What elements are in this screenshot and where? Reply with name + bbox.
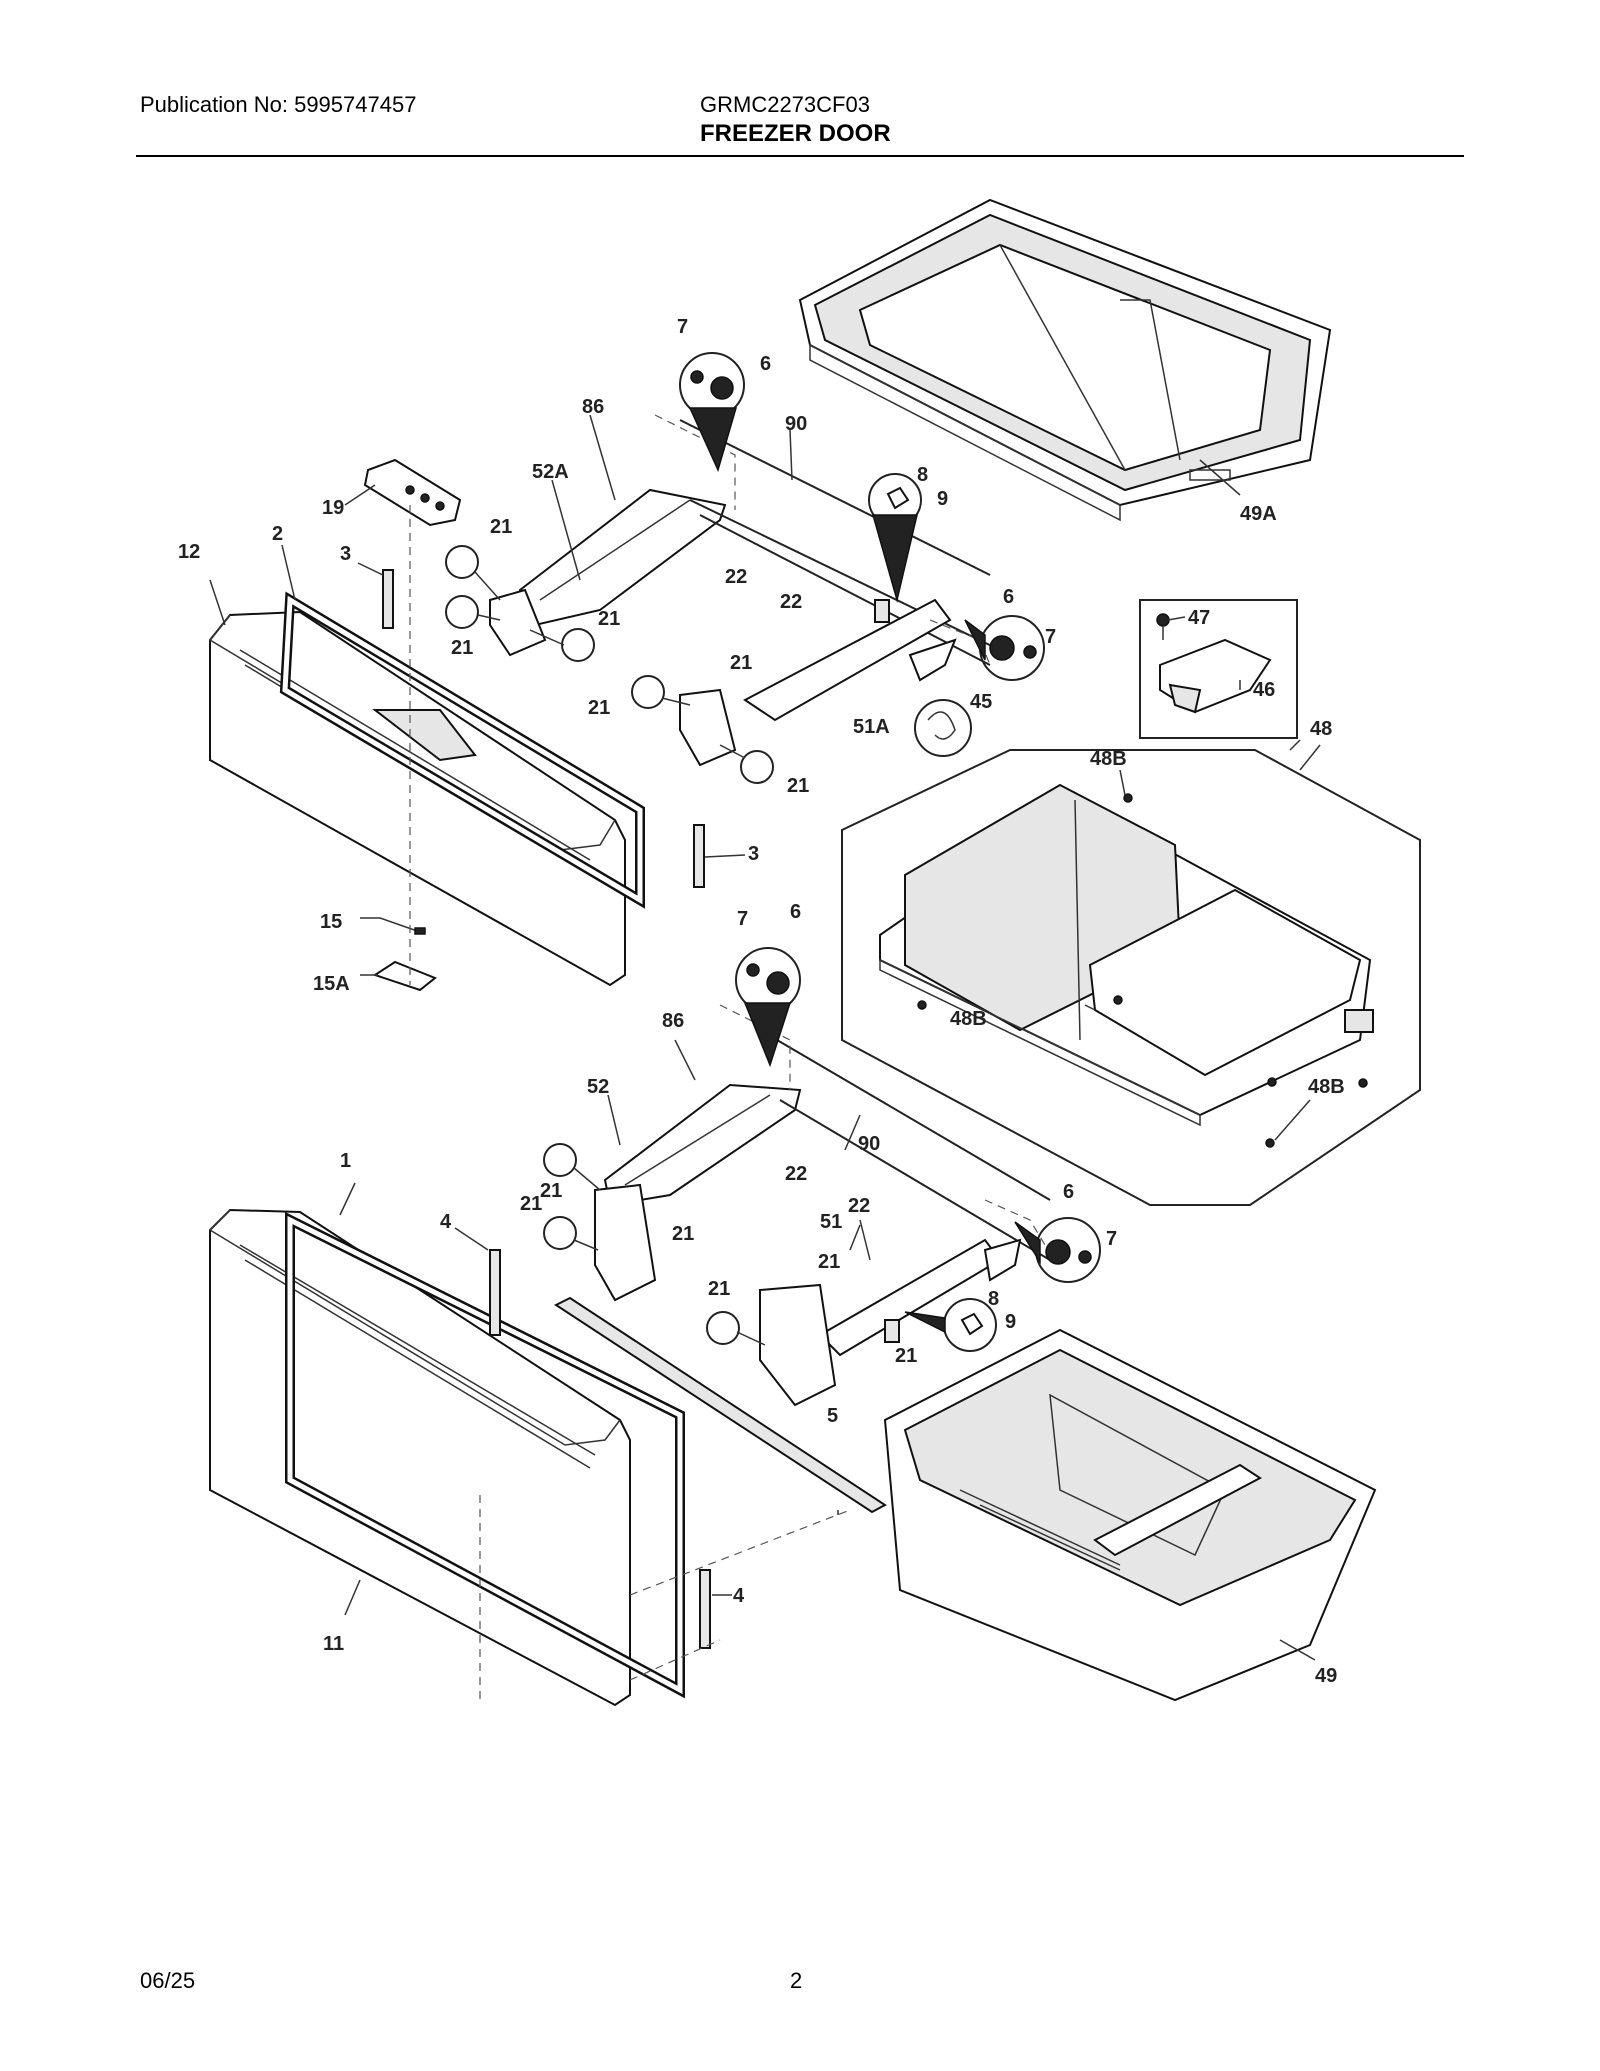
lower-slide-assembly: [594, 1004, 1051, 1407]
part-15A: [372, 960, 437, 992]
callout-1: 1: [340, 1150, 351, 1172]
callout-52A: 52A: [532, 461, 569, 483]
lower-basket-49: [883, 1328, 1377, 1702]
gasket-strip-4-bottom: [699, 1569, 711, 1649]
callout-45: 45: [970, 691, 992, 713]
callout-22-d: 22: [848, 1195, 870, 1217]
callout-22-b: 22: [780, 591, 802, 613]
detail-circle-8-9-upper: [868, 473, 922, 603]
bar-5: [553, 1296, 887, 1514]
screw-48B-right: [1265, 1138, 1275, 1148]
drawer-48-outline: [841, 749, 1421, 1206]
callout-90-a: 90: [785, 413, 807, 435]
callout-8-b: 8: [988, 1288, 999, 1310]
callout-52: 52: [587, 1076, 609, 1098]
gasket-strip-4-top: [489, 1249, 501, 1336]
callout-21-f: 21: [787, 775, 809, 797]
callout-12: 12: [178, 541, 200, 563]
part-15: [379, 917, 426, 935]
screw-48B-top: [1123, 793, 1133, 803]
callout-21-b: 21: [598, 608, 620, 630]
callout-46: 46: [1253, 679, 1275, 701]
callout-22-a: 22: [725, 566, 747, 588]
callout-7-c: 7: [737, 908, 748, 930]
inset-box-46-47: [1139, 599, 1298, 739]
callout-22-c: 22: [785, 1163, 807, 1185]
detail-circle-8-9-lower: [904, 1298, 997, 1352]
callout-21-k: 21: [895, 1345, 917, 1367]
clip-45: [914, 699, 972, 757]
callout-21-a: 21: [490, 516, 512, 538]
callout-21-e: 21: [588, 697, 610, 719]
callout-2: 2: [272, 523, 283, 545]
callout-51: 51: [820, 1211, 842, 1233]
callout-21-h: 21: [672, 1223, 694, 1245]
callout-86-b: 86: [662, 1010, 684, 1032]
publication-number: Publication No: 5995747457: [140, 92, 417, 117]
callout-51A: 51A: [853, 716, 890, 738]
callout-8-a: 8: [917, 464, 928, 486]
callout-90-b: 90: [858, 1133, 880, 1155]
detail-circle-6-7-upper: [679, 352, 745, 473]
callout-4-top: 4: [440, 1211, 452, 1233]
callout-7-d: 7: [1106, 1228, 1117, 1250]
callout-6-a: 6: [760, 353, 771, 375]
upper-basket-49A: [798, 198, 1332, 522]
callout-19: 19: [322, 497, 344, 519]
detail-circles-21-lower: [543, 1143, 766, 1346]
callout-21-g: 21: [520, 1193, 542, 1215]
callout-86-a: 86: [582, 396, 604, 418]
screw-48B-right-2: [1358, 1078, 1368, 1088]
detail-circles-21-upper: [445, 545, 774, 784]
callout-47: 47: [1188, 607, 1210, 629]
detail-circle-6-7-right: [964, 615, 1045, 681]
control-board-19: [363, 458, 462, 527]
alignment-lines: [409, 505, 851, 1700]
lower-door-11: [208, 1208, 631, 1707]
callout-4-bottom: 4: [733, 1585, 745, 1607]
callout-21-c: 21: [451, 637, 473, 659]
callout-7-a: 7: [677, 316, 688, 338]
callout-15: 15: [320, 911, 342, 933]
callout-9-a: 9: [937, 488, 948, 510]
gasket-strip-3-top: [382, 569, 394, 629]
callout-49: 49: [1315, 1665, 1337, 1687]
callout-48B-left: 48B: [950, 1008, 987, 1030]
detail-circle-6-7-lower: [735, 947, 801, 1068]
callout-6-c: 6: [790, 901, 801, 923]
page-title: FREEZER DOOR: [700, 120, 891, 147]
callout-48B-right: 48B: [1308, 1076, 1345, 1098]
callout-15A: 15A: [313, 973, 350, 995]
callout-21-i: 21: [818, 1251, 840, 1273]
callout-6-b: 6: [1003, 586, 1014, 608]
lower-gasket-1: [285, 1211, 685, 1699]
detail-circle-6-7-lower-right: [1014, 1217, 1101, 1283]
callout-48: 48: [1310, 718, 1332, 740]
callout-7-b: 7: [1045, 626, 1056, 648]
callout-6-d: 6: [1063, 1181, 1074, 1203]
callout-3-top: 3: [340, 543, 351, 565]
callout-48B-top: 48B: [1090, 748, 1127, 770]
callout-11: 11: [323, 1633, 344, 1655]
callout-9-b: 9: [1005, 1311, 1016, 1333]
screw-48B-left: [917, 1000, 927, 1010]
callout-21-l: 21: [540, 1180, 562, 1202]
callout-49A: 49A: [1240, 503, 1277, 525]
leader-lines: [209, 414, 1321, 1661]
callout-21-d: 21: [730, 652, 752, 674]
footer-date: 06/25: [140, 1968, 196, 1993]
model-number: GRMC2273CF03: [700, 92, 870, 117]
callout-21-j: 21: [708, 1278, 730, 1300]
upper-gasket-2: [279, 591, 645, 909]
footer-page-number: 2: [790, 1968, 803, 1993]
callout-3-bottom: 3: [748, 843, 759, 865]
gasket-strip-3-bottom: [693, 824, 705, 888]
callout-5: 5: [827, 1405, 838, 1427]
header-rule: [136, 155, 1464, 157]
drawer-48: [879, 783, 1374, 1127]
